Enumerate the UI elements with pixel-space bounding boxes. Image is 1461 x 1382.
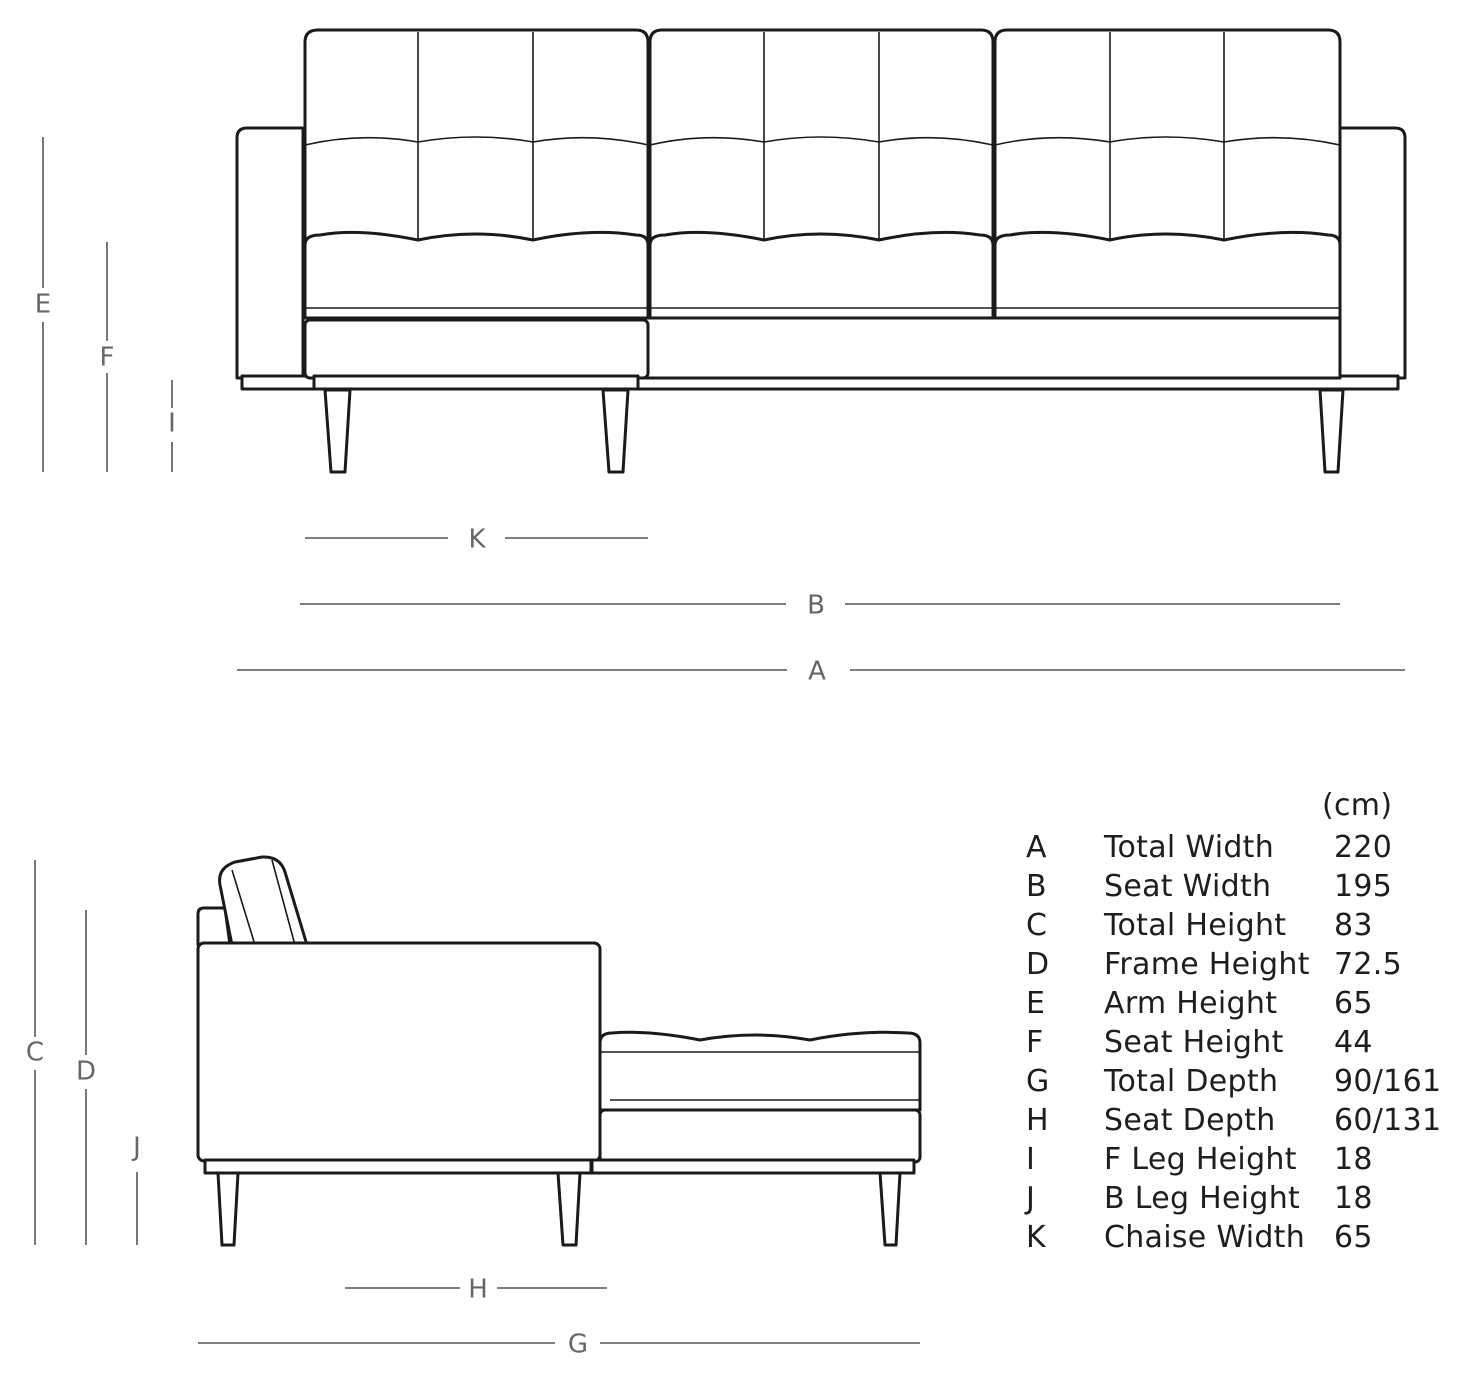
- dimension-value: 65: [1334, 1220, 1373, 1255]
- dimension-value: 44: [1334, 1025, 1373, 1060]
- dimension-key: C: [1026, 908, 1048, 943]
- dimension-key: D: [1026, 947, 1050, 982]
- dimension-value: 18: [1334, 1181, 1373, 1216]
- dimension-name: B Leg Height: [1104, 1181, 1301, 1216]
- dimension-value: 220: [1334, 830, 1393, 865]
- leg: [1318, 388, 1345, 474]
- dim-label-e: E: [35, 290, 51, 320]
- dimension-value: 90/161: [1334, 1064, 1442, 1099]
- dimension-key: H: [1026, 1103, 1049, 1138]
- dim-label-g: G: [568, 1330, 588, 1360]
- side-dimension-lines: C D J H G: [26, 860, 920, 1360]
- dimension-value: 18: [1334, 1142, 1373, 1177]
- dimension-key: J: [1026, 1181, 1036, 1216]
- dim-label-a: A: [808, 657, 826, 687]
- dimension-name: Seat Height: [1104, 1025, 1284, 1060]
- dimension-key: K: [1026, 1220, 1046, 1255]
- dimension-key: F: [1026, 1025, 1044, 1060]
- dimension-name: Frame Height: [1104, 947, 1310, 982]
- dim-label-d: D: [76, 1057, 96, 1087]
- unit-label: (cm): [1322, 788, 1393, 823]
- side-view: [196, 855, 922, 1247]
- leg: [601, 388, 630, 474]
- leg: [216, 1171, 240, 1247]
- dim-label-k: K: [468, 525, 486, 555]
- dim-label-i: I: [168, 409, 176, 439]
- dimension-value: 195: [1334, 869, 1393, 904]
- dimension-name: Arm Height: [1104, 986, 1278, 1021]
- dimension-key: E: [1026, 986, 1046, 1021]
- dim-label-f: F: [100, 343, 115, 373]
- dimension-value: 83: [1334, 908, 1373, 943]
- dimension-name: Seat Width: [1104, 869, 1272, 904]
- dimension-name: Chaise Width: [1104, 1220, 1306, 1255]
- dimension-value: 60/131: [1334, 1103, 1442, 1138]
- dimension-value: 65: [1334, 986, 1373, 1021]
- dimension-key: G: [1026, 1064, 1050, 1099]
- dimension-key: B: [1026, 869, 1047, 904]
- leg: [323, 388, 352, 474]
- dimension-value: 72.5: [1334, 947, 1402, 982]
- dimension-key: A: [1026, 830, 1047, 865]
- dimension-key: I: [1026, 1142, 1036, 1177]
- dimension-name: Total Depth: [1104, 1064, 1279, 1099]
- leg: [556, 1171, 582, 1247]
- dimension-name: Total Width: [1104, 830, 1275, 865]
- dim-label-j: J: [131, 1133, 141, 1163]
- front-dimension-lines: E F I K B A: [35, 137, 1405, 687]
- dim-label-b: B: [807, 591, 825, 621]
- dimension-name: Seat Depth: [1104, 1103, 1276, 1138]
- dim-label-c: C: [26, 1038, 44, 1068]
- dim-label-h: H: [468, 1275, 488, 1305]
- dimension-name: Total Height: [1104, 908, 1287, 943]
- front-view: [235, 28, 1407, 474]
- leg: [878, 1171, 902, 1247]
- dimension-name: F Leg Height: [1104, 1142, 1297, 1177]
